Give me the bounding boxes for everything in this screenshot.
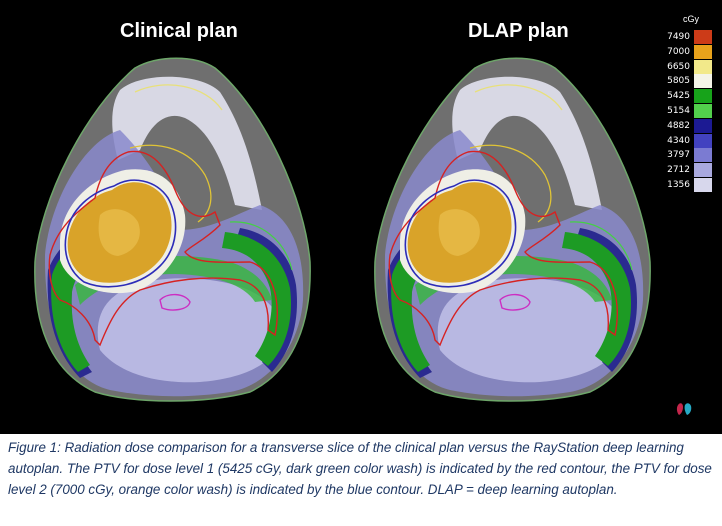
legend-swatch — [694, 44, 712, 59]
legend-value: 4882 — [667, 120, 690, 131]
legend-row: 7000 — [664, 44, 718, 59]
legend-row: 5154 — [664, 104, 718, 118]
clinical-plan-title: Clinical plan — [120, 20, 238, 42]
legend-value: 6650 — [667, 61, 690, 72]
legend-row: 5425 — [664, 89, 718, 104]
legend-swatch — [694, 148, 712, 163]
legend-value: 7490 — [667, 32, 690, 42]
legend-value: 5805 — [667, 76, 690, 87]
ct-dose-slices — [34, 57, 651, 402]
raystation-logo-icon — [676, 403, 692, 415]
legend-row: 4882 — [664, 118, 718, 133]
legend-value: 3797 — [667, 150, 690, 161]
figure-caption: Figure 1: Radiation dose comparison for … — [8, 440, 712, 497]
legend-swatch — [694, 59, 712, 74]
legend-value: 5425 — [667, 91, 690, 102]
legend-row: 5805 — [664, 74, 718, 89]
legend-swatch — [694, 133, 712, 148]
legend-swatch — [694, 30, 712, 44]
dose-unit-label: cGy — [683, 14, 700, 24]
legend-row: 7490 — [664, 30, 718, 44]
legend-row: 2712 — [664, 163, 718, 178]
legend-row: 6650 — [664, 59, 718, 74]
dose-legend: 7490 7000 6650 5805 5425 5154 4882 4340 3797 2712… — [664, 30, 718, 198]
legend-value: 4340 — [667, 135, 690, 146]
legend-value: 7000 — [667, 46, 690, 57]
dose-comparison-figure: Clinical plan DLAP plan cGy 7490 7000 6650… — [0, 0, 722, 434]
legend-value: 1356 — [667, 180, 690, 190]
dlap-plan-title: DLAP plan — [468, 20, 569, 42]
legend-value: 5154 — [667, 106, 690, 116]
legend-value: 2712 — [667, 165, 690, 176]
legend-swatch — [694, 118, 712, 133]
legend-swatch — [694, 89, 712, 104]
legend-row: 1356 — [664, 178, 718, 192]
legend-row: 4340 — [664, 133, 718, 148]
legend-swatch — [694, 163, 712, 178]
legend-swatch — [694, 178, 712, 192]
legend-swatch — [694, 104, 712, 118]
legend-row: 3797 — [664, 148, 718, 163]
legend-swatch — [694, 74, 712, 89]
